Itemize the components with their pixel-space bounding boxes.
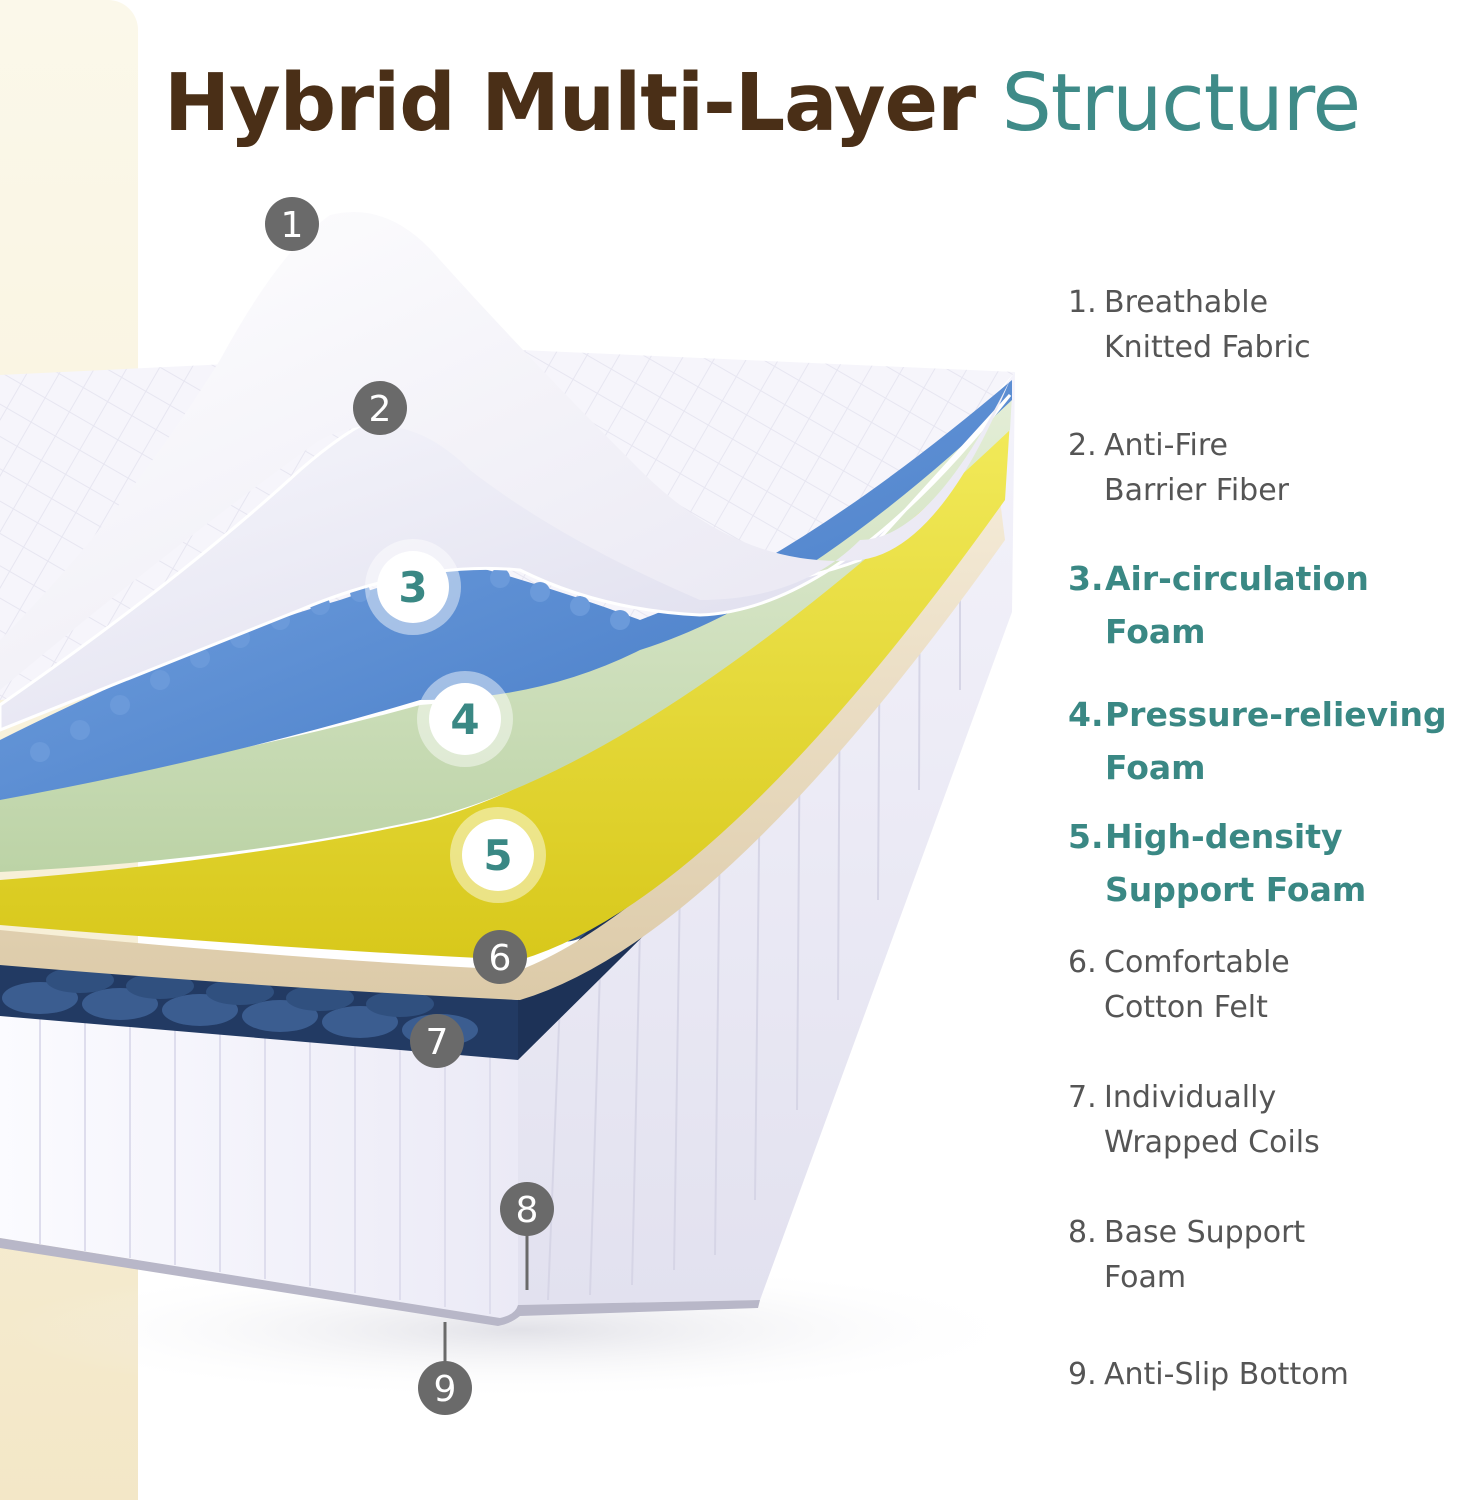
legend-line: Individually bbox=[1104, 1080, 1277, 1115]
badge-1: 1 bbox=[265, 197, 319, 251]
badge-9: 9 bbox=[418, 1322, 472, 1415]
legend-line: Barrier Fiber bbox=[1104, 473, 1290, 508]
badge-8: 8 bbox=[500, 1182, 554, 1290]
svg-text:3: 3 bbox=[398, 563, 427, 612]
legend-line: Anti-Slip Bottom bbox=[1104, 1357, 1349, 1392]
svg-text:8: 8 bbox=[516, 1190, 539, 1231]
legend-item-3: 3. Air-circulation Foam bbox=[1068, 552, 1458, 658]
legend-line: Breathable bbox=[1104, 285, 1269, 320]
badge-2: 2 bbox=[353, 381, 407, 435]
legend-line: Cotton Felt bbox=[1104, 990, 1268, 1025]
legend-line: Base Support bbox=[1104, 1215, 1306, 1250]
legend-num: 4. bbox=[1068, 695, 1104, 734]
legend-line: Pressure-relieving bbox=[1105, 695, 1447, 734]
legend-item-4: 4. Pressure-relieving Foam bbox=[1068, 688, 1458, 794]
badge-7: 7 bbox=[410, 1014, 464, 1068]
badge-5: 5 bbox=[450, 807, 546, 903]
legend-item-9: 9. Anti-Slip Bottom bbox=[1068, 1352, 1458, 1397]
badge-6: 6 bbox=[473, 930, 527, 984]
legend-item-6: 6. Comfortable Cotton Felt bbox=[1068, 940, 1458, 1030]
legend-item-5: 5. High-density Support Foam bbox=[1068, 810, 1458, 916]
svg-text:6: 6 bbox=[489, 938, 512, 979]
legend-num: 3. bbox=[1068, 559, 1104, 598]
title-part-2: Structure bbox=[1001, 57, 1361, 149]
legend-line: Knitted Fabric bbox=[1104, 330, 1311, 365]
svg-text:1: 1 bbox=[281, 205, 304, 246]
title-part-1: Hybrid Multi-Layer bbox=[164, 57, 976, 149]
page-title: Hybrid Multi-Layer Structure bbox=[164, 58, 1454, 149]
badge-4: 4 bbox=[417, 671, 513, 767]
legend-line: High-density bbox=[1105, 817, 1343, 856]
svg-text:5: 5 bbox=[483, 831, 512, 880]
legend-num: 9. bbox=[1068, 1357, 1097, 1392]
pressure-foam-layer bbox=[0, 395, 1012, 872]
barrier-fiber-sheet bbox=[0, 393, 1012, 732]
knitted-fabric-sheet bbox=[0, 212, 1010, 690]
legend-item-1: 1. Breathable Knitted Fabric bbox=[1068, 280, 1458, 370]
legend-line: Foam bbox=[1105, 612, 1206, 651]
legend-num: 8. bbox=[1068, 1215, 1097, 1250]
svg-text:4: 4 bbox=[450, 695, 479, 744]
legend-num: 7. bbox=[1068, 1080, 1097, 1115]
mattress-illustration: 1 2 3 4 5 6 7 8 9 bbox=[0, 197, 1040, 1415]
legend-item-7: 7. Individually Wrapped Coils bbox=[1068, 1075, 1458, 1165]
legend-item-8: 8. Base Support Foam bbox=[1068, 1210, 1458, 1300]
svg-text:7: 7 bbox=[426, 1022, 449, 1063]
legend-num: 1. bbox=[1068, 285, 1097, 320]
svg-text:9: 9 bbox=[434, 1369, 457, 1410]
legend-line: Wrapped Coils bbox=[1104, 1125, 1320, 1160]
badge-3: 3 bbox=[365, 539, 461, 635]
legend-num: 6. bbox=[1068, 945, 1097, 980]
legend-line: Comfortable bbox=[1104, 945, 1290, 980]
legend-line: Anti-Fire bbox=[1104, 428, 1228, 463]
air-foam-layer bbox=[0, 380, 1012, 800]
svg-text:2: 2 bbox=[369, 389, 392, 430]
legend-num: 5. bbox=[1068, 817, 1104, 856]
legend-line: Foam bbox=[1105, 748, 1206, 787]
legend-num: 2. bbox=[1068, 428, 1097, 463]
legend-line: Foam bbox=[1104, 1260, 1187, 1295]
legend-line: Support Foam bbox=[1105, 870, 1367, 909]
floor-shadow bbox=[0, 1260, 1040, 1400]
anti-slip-bottom bbox=[0, 1238, 760, 1326]
legend-item-2: 2. Anti-Fire Barrier Fiber bbox=[1068, 423, 1458, 513]
legend-line: Air-circulation bbox=[1105, 559, 1369, 598]
